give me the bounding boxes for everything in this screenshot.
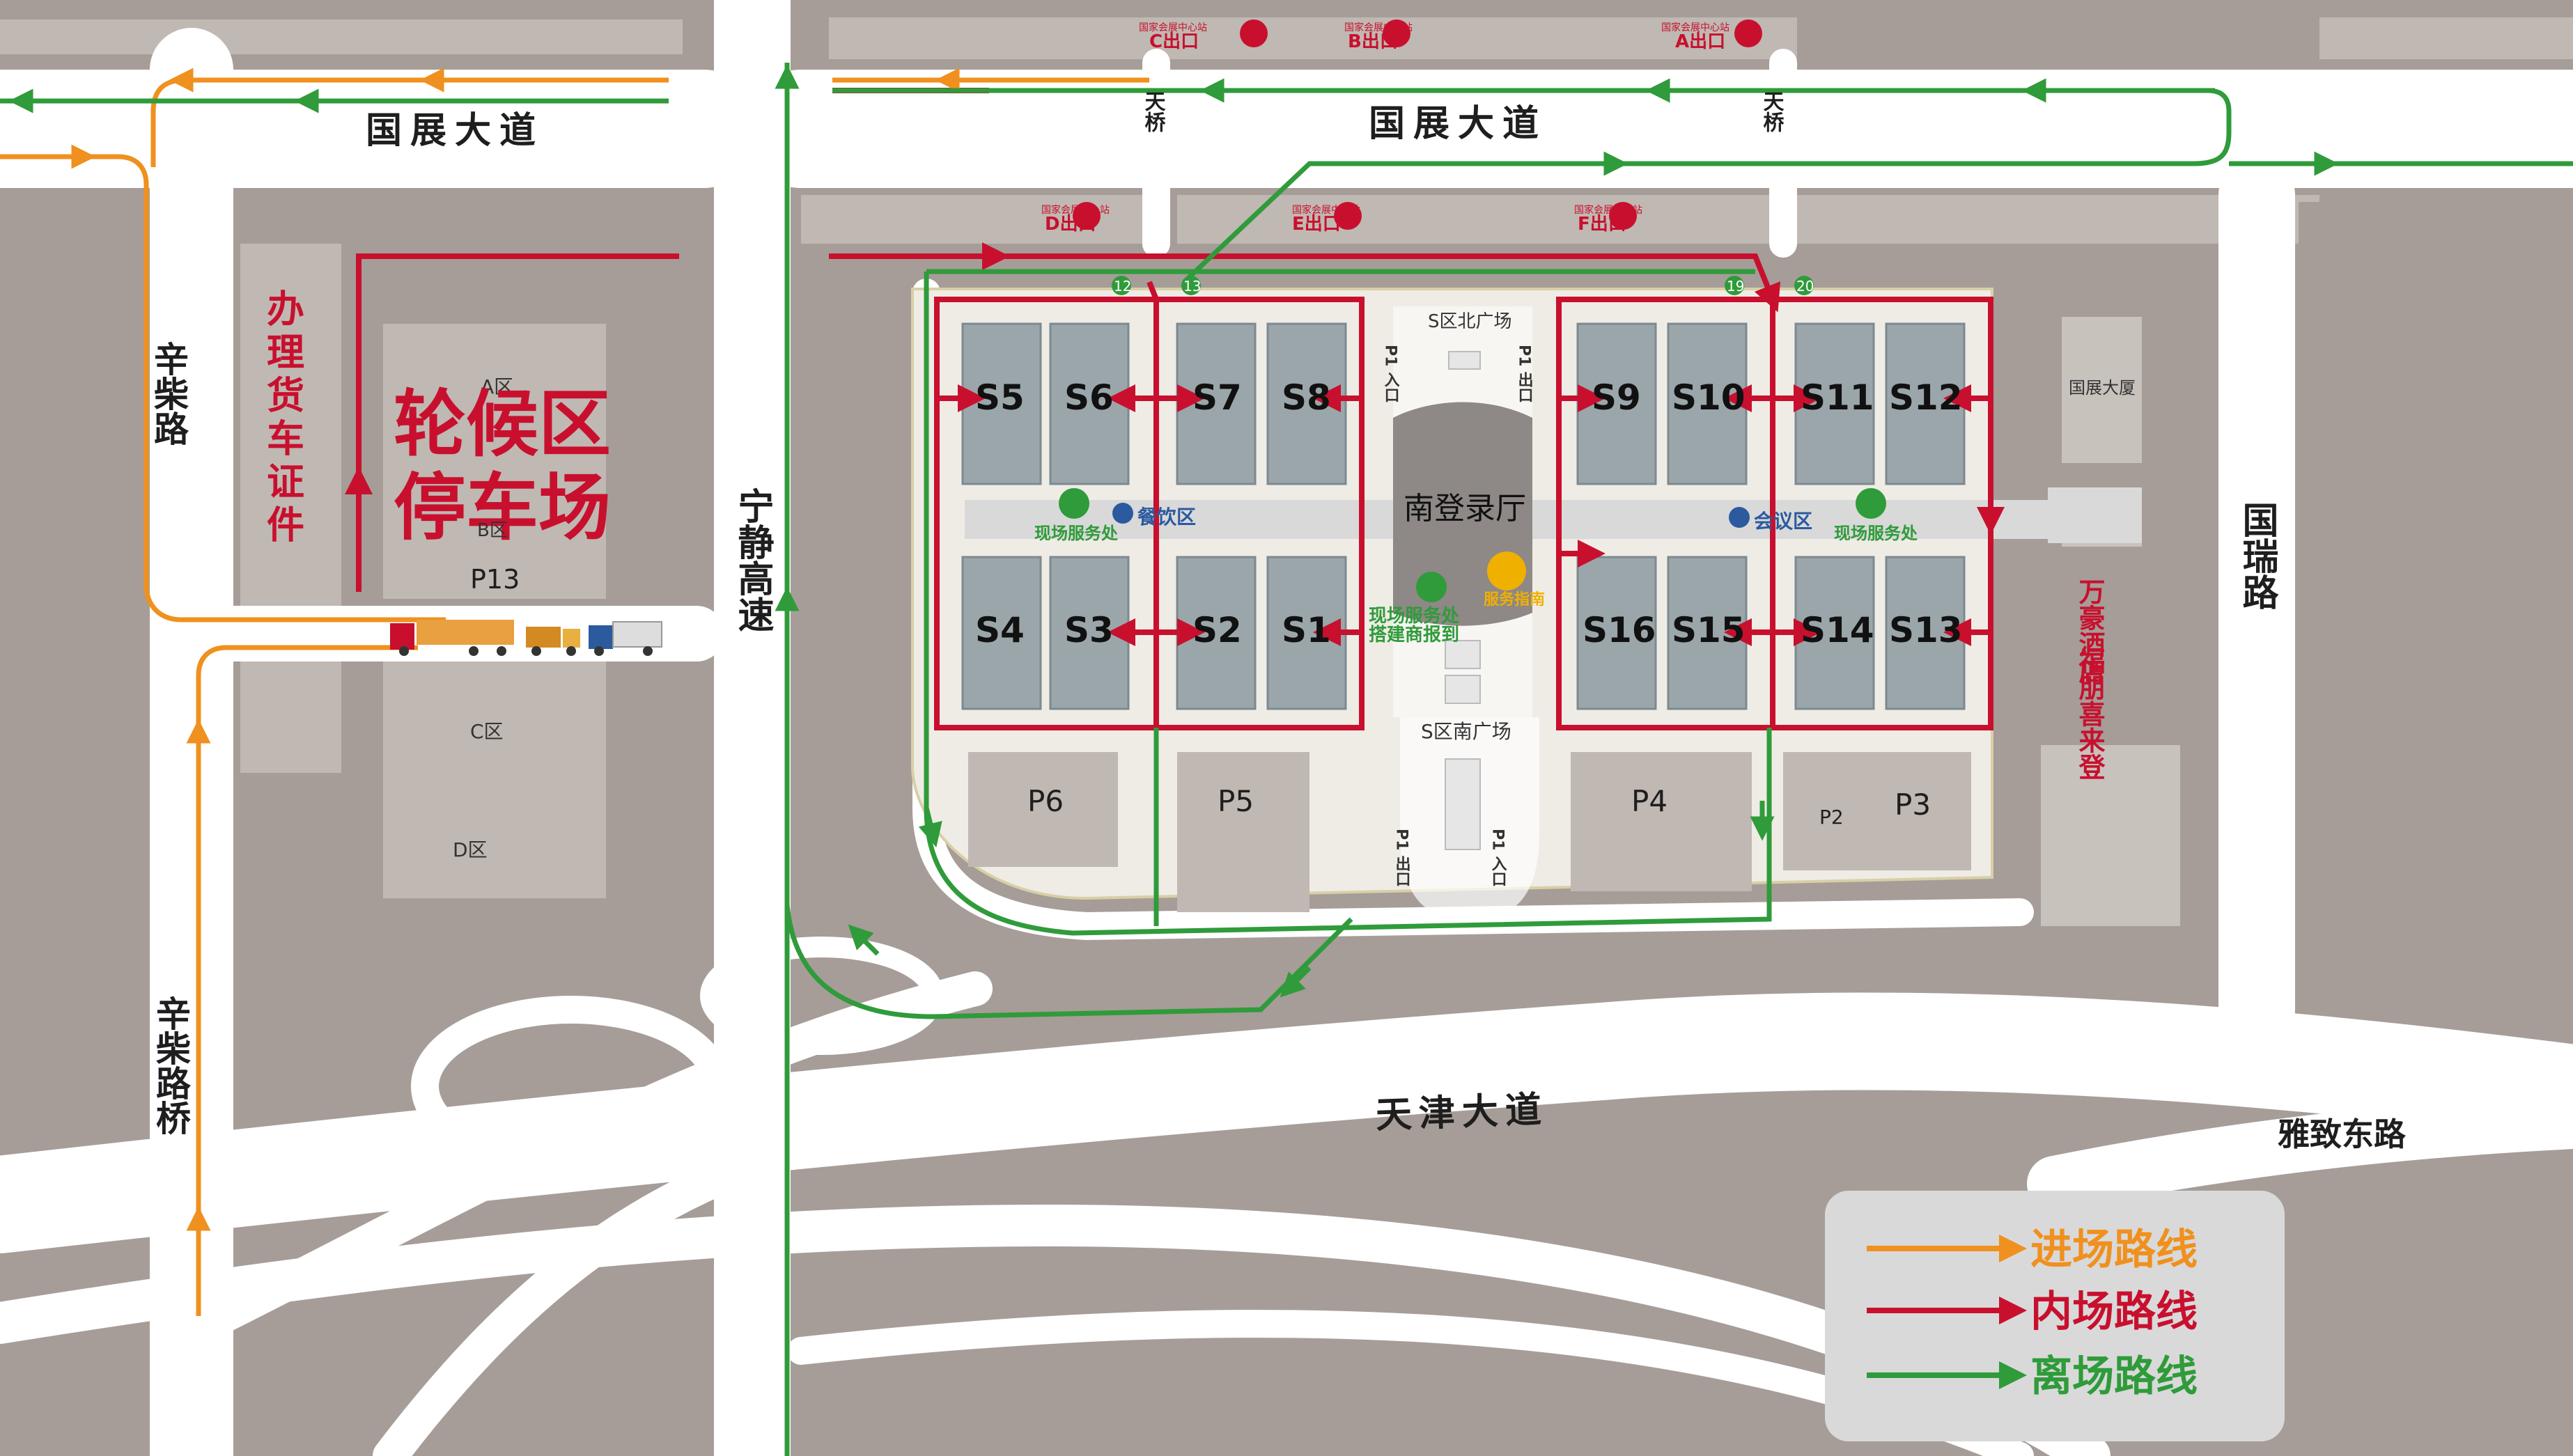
- truck-icons: [390, 620, 662, 656]
- metro-caption-b: 国家会展中心站: [1344, 22, 1413, 33]
- p1-entry-bottom-label: P1 入口: [1489, 829, 1507, 886]
- service-right-label: 现场服务处: [1834, 524, 1918, 543]
- metro-exit-f-label: F出口: [1578, 214, 1626, 235]
- north-plaza-label: S区北广场: [1428, 311, 1512, 332]
- hall-s13-label: S13: [1889, 610, 1963, 650]
- metro-exit-c-label: C出口: [1149, 31, 1199, 52]
- metro-caption-a: 国家会展中心站: [1661, 22, 1729, 33]
- entry-route: [0, 68, 1149, 1316]
- guozhan-avenue-west-label: 国展大道: [366, 110, 544, 152]
- xinchai-road-label: 辛柴路: [148, 341, 189, 446]
- guorui-road-label: 国瑞路: [2236, 501, 2278, 610]
- service-icons: [1059, 488, 1886, 602]
- hall-s12-label: S12: [1889, 377, 1963, 418]
- hall-s2-label: S2: [1192, 610, 1242, 650]
- fupeng-hotel-label: 福朋喜来登: [2074, 648, 2106, 780]
- service-left-label: 现场服务处: [1034, 524, 1118, 543]
- legend-box: [1825, 1191, 2285, 1441]
- metro-exit-b-label: B出口: [1348, 31, 1398, 52]
- zone-d-label: D区: [453, 838, 488, 861]
- text-labels: 国展大道 国展大道 辛柴路 辛柴路桥 宁静高速 国瑞路 天津大道 雅致东路 天桥…: [148, 22, 2407, 1401]
- service-center-left-icon: [1059, 488, 1089, 519]
- south-plaza-label: S区南广场: [1421, 720, 1511, 743]
- gate-20-label: 20: [1796, 278, 1814, 295]
- tianqiao-right-label: 天桥: [1759, 91, 1785, 133]
- ningjing-expressway-label: 宁静高速: [731, 487, 773, 632]
- tianqiao-left-label: 天桥: [1141, 91, 1166, 133]
- xinchai-bridge-label: 辛柴路桥: [150, 996, 191, 1135]
- gate-19-label: 19: [1727, 278, 1744, 295]
- hall-s10-label: S10: [1672, 377, 1746, 418]
- hall-s4-building: [961, 556, 1042, 710]
- metro-caption-c: 国家会展中心站: [1139, 22, 1207, 33]
- wanjing-hotel-label: 万豪酒店: [2074, 578, 2105, 684]
- hall-s16-label: S16: [1583, 610, 1656, 650]
- hall-s11-label: S11: [1801, 377, 1874, 418]
- hall-s1-label: S1: [1282, 610, 1331, 650]
- parking-p4-label: P4: [1631, 784, 1668, 818]
- legend-inner-label: 内场路线: [2030, 1287, 2198, 1336]
- metro-caption-e: 国家会展中心站: [1292, 204, 1360, 216]
- metro-exit-e-label: E出口: [1292, 214, 1341, 235]
- guozhan-avenue-east-label: 国展大道: [1369, 103, 1547, 145]
- hall-s7-label: S7: [1192, 377, 1242, 418]
- p1-entry-left-label: P1 入口: [1382, 345, 1400, 402]
- waiting-area-title: 轮候区: [394, 382, 611, 467]
- p1-exit-right-label: P1 出口: [1516, 345, 1533, 402]
- p1-exit-bottom-label: P1 出口: [1393, 829, 1410, 886]
- p13-label: P13: [470, 564, 520, 595]
- gate-badges: [1112, 276, 1814, 295]
- metro-exit-a-label: A出口: [1675, 31, 1725, 52]
- parking-p3-label: P3: [1895, 788, 1931, 822]
- service-center-main-icon: [1416, 572, 1447, 602]
- guozhan-building-label: 国展大厦: [2069, 378, 2136, 398]
- parking-lot-title: 停车场: [394, 465, 611, 550]
- hall-s4-label: S4: [975, 610, 1025, 650]
- service-center-sub-label: 搭建商报到: [1369, 624, 1459, 645]
- dining-area-label: 餐饮区: [1137, 506, 1196, 529]
- tianjin-avenue-label: 天津大道: [1375, 1089, 1549, 1137]
- gate-12-label: 12: [1114, 278, 1131, 295]
- hall-s5-label: S5: [975, 377, 1025, 418]
- exit-route: [0, 63, 2573, 1456]
- hall-s16-building: [1576, 556, 1657, 710]
- hall-s15-label: S15: [1672, 610, 1746, 650]
- legend-entry-label: 进场路线: [2030, 1226, 2198, 1274]
- metro-exit-markers: [1073, 19, 1762, 230]
- hall-s14-label: S14: [1801, 610, 1874, 650]
- conference-icon: [1729, 507, 1750, 528]
- metro-caption-d: 国家会展中心站: [1041, 204, 1110, 216]
- zone-a-label: A区: [481, 375, 513, 398]
- parking-p6-label: P6: [1027, 784, 1064, 818]
- hall-s3-label: S3: [1064, 610, 1114, 650]
- registration-hall-label: 南登录厅: [1404, 491, 1526, 526]
- legend-exit-label: 离场路线: [2030, 1352, 2198, 1401]
- dining-icon: [1112, 503, 1133, 524]
- service-center-main-label: 现场服务处: [1369, 606, 1459, 627]
- inner-route: [345, 88, 2005, 730]
- conference-area-label: 会议区: [1754, 510, 1812, 533]
- service-center-right-icon: [1856, 488, 1886, 519]
- parking-p5-label: P5: [1218, 784, 1254, 818]
- hall-s8-label: S8: [1282, 377, 1331, 418]
- metro-caption-f: 国家会展中心站: [1574, 204, 1642, 216]
- info-icon: [1487, 551, 1526, 590]
- zone-b-label: B区: [477, 520, 508, 541]
- hall-s9-label: S9: [1592, 377, 1641, 418]
- hall-s6-label: S6: [1064, 377, 1114, 418]
- parking-p2-label: P2: [1819, 806, 1844, 829]
- info-desk-label: 服务指南: [1484, 591, 1545, 609]
- zone-c-label: C区: [470, 720, 504, 743]
- truck-permit-label: 办理货车证件: [261, 289, 304, 548]
- metro-exit-d-label: D出口: [1045, 214, 1096, 235]
- gate-13-label: 13: [1183, 278, 1201, 295]
- yazhi-east-road-label: 雅致东路: [2278, 1116, 2407, 1153]
